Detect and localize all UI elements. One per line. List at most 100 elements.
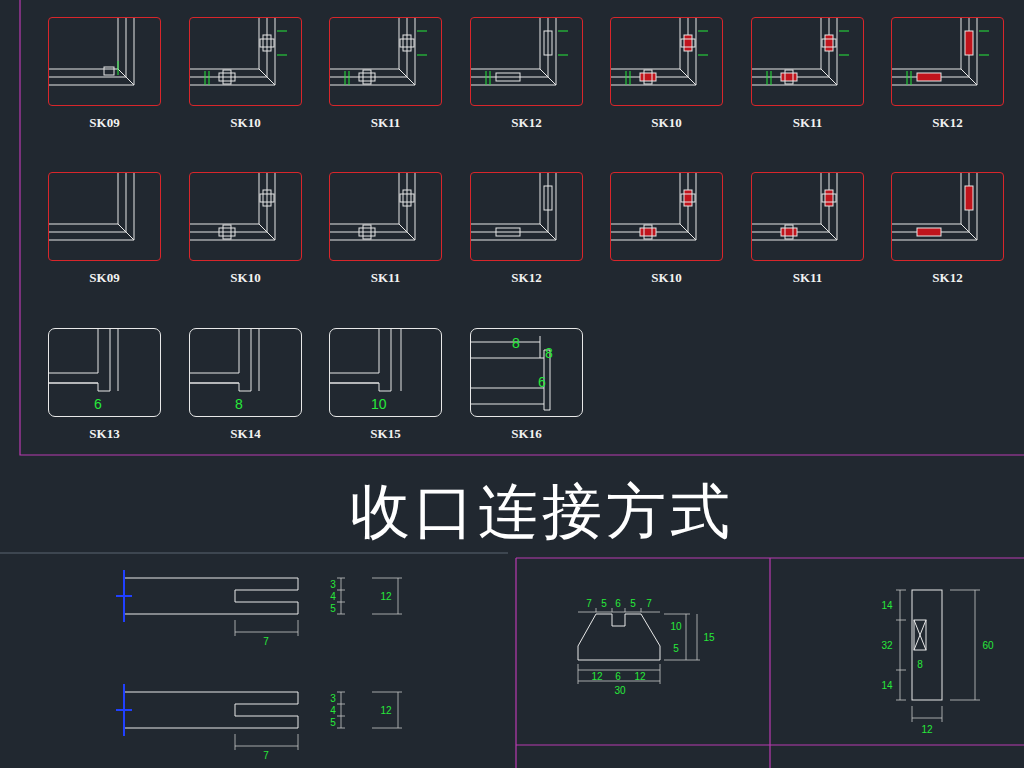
miter-line [961, 69, 977, 85]
panel-code: SK11 [320, 116, 451, 130]
joint-panel: 886SK16 [470, 328, 583, 417]
frame-line [49, 18, 134, 85]
frame-line [190, 18, 275, 85]
dimension-text: 7 [263, 750, 269, 761]
dimension-text: 7 [263, 636, 269, 647]
frame-line [752, 18, 837, 85]
frame-line [752, 173, 829, 232]
joint-panel: 8SK14 [189, 328, 302, 417]
joint-key [825, 35, 833, 51]
panel-code: SK10 [601, 116, 732, 130]
joint-panel: SK09 [48, 17, 161, 106]
dimension-text: 5 [330, 603, 336, 614]
joint-key [822, 39, 836, 47]
joint-key [544, 31, 552, 55]
frame-line [49, 173, 134, 240]
frame-line [611, 173, 696, 240]
dimension-text: 8 [235, 397, 243, 411]
miter-line [540, 69, 556, 85]
dimension-text: 10 [371, 397, 387, 411]
dimension-text: 7 [586, 598, 592, 609]
frame-line [471, 18, 556, 85]
joint-key [640, 228, 656, 236]
joint-panel: SK12 [470, 172, 583, 261]
miter-line [118, 224, 134, 240]
panel-code: SK10 [180, 271, 311, 285]
dimension-text: 12 [380, 705, 391, 716]
miter-line [680, 69, 696, 85]
frame-line [611, 18, 688, 77]
panel-drawings [49, 18, 989, 410]
joint-key [400, 39, 414, 47]
joint-key [822, 194, 836, 202]
sheet-frame [20, 0, 1024, 768]
joint-key [104, 67, 114, 75]
joint-key [403, 190, 411, 206]
dimension-text: 6 [615, 671, 621, 682]
joint-key [825, 190, 833, 206]
frame-line [611, 173, 680, 224]
miter-line [821, 69, 837, 85]
frame-line [471, 173, 556, 240]
dimension-mark [118, 61, 119, 75]
joint-key [644, 70, 652, 84]
frame-line [471, 18, 548, 77]
joint-panel: SK11 [751, 17, 864, 106]
frame-line [611, 18, 680, 69]
dimension-text: 6 [94, 397, 102, 411]
joint-panel: 10SK15 [329, 328, 442, 417]
panel-code: SK12 [882, 116, 1013, 130]
frame-line [379, 329, 401, 391]
dimension-text: 15 [703, 632, 714, 643]
joint-key [496, 228, 520, 236]
dimension-text: 5 [330, 717, 336, 728]
dimension-text: 8 [917, 659, 923, 670]
frame-line [49, 18, 118, 69]
dimension-mark [907, 31, 989, 85]
frame-line [752, 18, 829, 77]
dimension-text: 3 [330, 579, 336, 590]
joint-key [781, 73, 797, 81]
joint-key [965, 186, 973, 210]
panel-code: SK14 [180, 427, 311, 441]
joint-key [400, 194, 414, 202]
miter-line [821, 224, 837, 240]
panel-code: SK10 [180, 116, 311, 130]
miter-line [540, 224, 556, 240]
joint-key [219, 73, 235, 81]
panel-code: SK16 [461, 427, 592, 441]
dimension-text: 5 [601, 598, 607, 609]
frame-line [892, 173, 977, 240]
frame-line [471, 173, 548, 232]
joint-panel: SK12 [891, 172, 1004, 261]
frame-line [892, 18, 969, 77]
dimension-text: 10 [670, 621, 681, 632]
joint-key [260, 39, 274, 47]
frame-line [471, 173, 540, 224]
joint-key [640, 73, 656, 81]
joint-key [263, 35, 271, 51]
dimension-mark [626, 31, 708, 85]
panel-code: SK09 [39, 271, 170, 285]
dimension-text: 6 [615, 598, 621, 609]
joint-key [359, 228, 375, 236]
frame-line [330, 383, 379, 384]
joint-panel: SK11 [329, 17, 442, 106]
panel-code: SK13 [39, 427, 170, 441]
frame-line [330, 173, 399, 224]
dimension-text: 5 [673, 643, 679, 654]
joint-key [684, 190, 692, 206]
joint-key [644, 225, 652, 239]
sheet-line [0, 553, 508, 554]
dimension-text: 14 [881, 600, 892, 611]
frame-line [892, 173, 969, 232]
miter-line [399, 69, 415, 85]
joint-key [785, 70, 793, 84]
joint-panel: SK12 [891, 17, 1004, 106]
dimension-text: 3 [330, 693, 336, 704]
frame-line [98, 329, 118, 391]
panel-code: SK15 [320, 427, 451, 441]
dimension-text: 32 [881, 640, 892, 651]
miter-line [680, 224, 696, 240]
dimension-text: 14 [881, 680, 892, 691]
